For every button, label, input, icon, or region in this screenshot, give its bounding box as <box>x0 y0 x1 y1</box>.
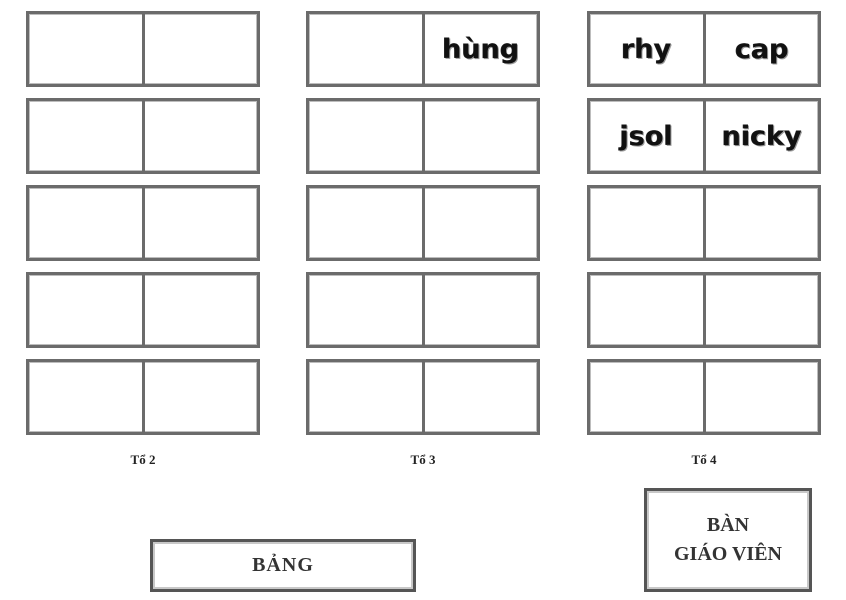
seat[interactable]: cap <box>702 14 819 84</box>
group-label-to-3: Tổ 3 <box>410 452 436 467</box>
seat[interactable] <box>29 275 142 345</box>
seat[interactable] <box>590 275 703 345</box>
desk-row <box>26 359 260 435</box>
seat[interactable] <box>141 275 258 345</box>
group-to-2 <box>26 11 260 446</box>
seat[interactable] <box>141 14 258 84</box>
desk-row <box>26 185 260 261</box>
group-to-3: hùng <box>306 11 540 446</box>
seat[interactable] <box>29 14 142 84</box>
desk-row: jsol nicky <box>587 98 821 174</box>
desk-row <box>26 272 260 348</box>
desk-row <box>26 98 260 174</box>
seat[interactable] <box>141 101 258 171</box>
seat[interactable] <box>421 188 538 258</box>
desk-row <box>306 98 540 174</box>
desk-row <box>587 185 821 261</box>
teacher-desk-line1: BÀN <box>706 514 750 536</box>
seat[interactable] <box>141 188 258 258</box>
seat[interactable] <box>702 188 819 258</box>
seat[interactable] <box>590 188 703 258</box>
seat[interactable] <box>421 101 538 171</box>
teacher-desk: BÀN GIÁO VIÊN <box>644 488 812 592</box>
seat[interactable] <box>421 362 538 432</box>
seat[interactable] <box>590 362 703 432</box>
seat[interactable] <box>309 14 422 84</box>
teacher-desk-line2: GIÁO VIÊN <box>674 543 782 565</box>
seat[interactable]: nicky <box>702 101 819 171</box>
seat[interactable] <box>309 362 422 432</box>
seat[interactable] <box>702 275 819 345</box>
group-label-to-2: Tổ 2 <box>130 452 156 467</box>
desk-row <box>587 272 821 348</box>
seat[interactable]: rhy <box>621 33 672 65</box>
desk-row <box>306 185 540 261</box>
group-label-to-4: Tổ 4 <box>691 452 717 467</box>
seat[interactable] <box>421 275 538 345</box>
seat[interactable] <box>309 275 422 345</box>
desk-row: hùng <box>306 11 540 87</box>
desk-row <box>306 272 540 348</box>
desk-row <box>587 359 821 435</box>
seat[interactable] <box>29 362 142 432</box>
seat[interactable] <box>29 101 142 171</box>
board-label: BẢNG <box>252 554 314 576</box>
seat[interactable] <box>141 362 258 432</box>
seat[interactable]: hùng <box>421 14 538 84</box>
seat[interactable]: jsol <box>619 120 673 152</box>
seat[interactable] <box>702 362 819 432</box>
desk-row <box>26 11 260 87</box>
seat[interactable] <box>309 101 422 171</box>
seat[interactable] <box>309 188 422 258</box>
seat[interactable] <box>29 188 142 258</box>
board: BẢNG <box>150 539 416 592</box>
desk-row <box>306 359 540 435</box>
